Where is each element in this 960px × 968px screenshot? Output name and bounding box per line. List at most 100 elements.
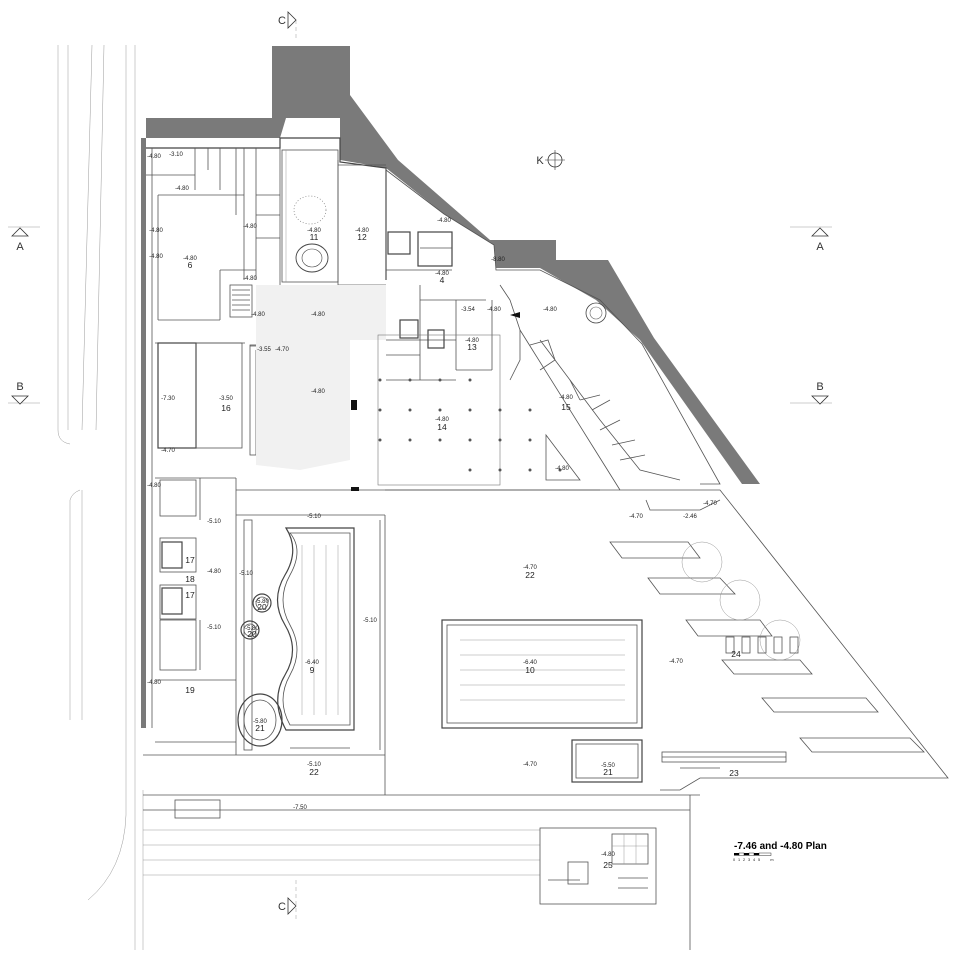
room-number-22a: 22	[309, 767, 319, 777]
room-number-9: 9	[310, 665, 315, 675]
level-label: -4.80	[435, 271, 449, 277]
room-number-14: 14	[437, 422, 447, 432]
room-number-6: 6	[188, 260, 193, 270]
level-label: -4.80	[555, 466, 569, 472]
scale-tick: m	[770, 858, 773, 862]
level-label: -4.80	[559, 395, 573, 401]
lower-zone	[143, 795, 691, 950]
level-label: -2.46	[683, 514, 697, 520]
room-number-20b: 20	[247, 629, 257, 639]
level-label: -4.80	[543, 307, 557, 313]
level-label: -4.70	[629, 514, 643, 520]
building-outline	[146, 137, 721, 756]
level-label: -4.70	[161, 448, 175, 454]
room-number-12: 12	[357, 232, 367, 242]
section-c-bottom-label: C	[278, 901, 286, 913]
room-numbers: 6 11 12 4 13 14 15 16 9 10 17 18 17 19 2…	[185, 232, 741, 870]
section-c-top-label: C	[278, 15, 286, 27]
level-label: -4.80	[355, 228, 369, 234]
level-label: -4.80	[311, 312, 325, 318]
level-label: -4.80	[147, 680, 161, 686]
level-label: -4.70	[703, 501, 717, 507]
scale-tick: 0	[733, 858, 735, 862]
room-number-21b: 21	[603, 767, 613, 777]
courtyard	[281, 149, 607, 324]
level-label: -5.50	[601, 763, 615, 769]
level-label: -4.80	[307, 228, 321, 234]
level-label: -7.50	[293, 805, 307, 811]
section-markers: C C A A B B K	[8, 11, 832, 920]
section-k-label: K	[536, 155, 544, 167]
level-label: -4.70	[523, 565, 537, 571]
level-label: -3.55	[257, 347, 271, 353]
level-label: -4.80	[465, 338, 479, 344]
level-label: -3.50	[219, 396, 233, 402]
section-a-right-label: A	[816, 241, 824, 253]
level-label: -5.10	[207, 625, 221, 631]
level-label: -6.40	[305, 660, 319, 666]
level-label: -4.80	[147, 154, 161, 160]
outdoor-area	[143, 489, 949, 796]
level-label: -4.80	[175, 186, 189, 192]
level-label: -5.10	[363, 618, 377, 624]
section-b-right-arrow-icon	[811, 395, 829, 405]
road-lines	[57, 44, 144, 950]
level-label: -8.80	[491, 257, 505, 263]
lobby-shading	[256, 285, 562, 491]
section-b-left-label: B	[16, 381, 23, 393]
section-a-right-arrow-icon	[811, 227, 829, 237]
room-number-17b: 17	[185, 590, 195, 600]
room-number-15: 15	[561, 402, 571, 412]
room-number-22b: 22	[525, 570, 535, 580]
room-number-10: 10	[525, 665, 535, 675]
level-label: -4.80	[435, 417, 449, 423]
level-label: -4.80	[207, 569, 221, 575]
scale-tick: 3	[748, 858, 750, 862]
scale-tick: 5	[758, 858, 760, 862]
room-number-4: 4	[440, 275, 445, 285]
level-label: -4.80	[149, 228, 163, 234]
scale-bar: 0 1 2 3 4 5 m	[733, 852, 774, 862]
level-label: -4.80	[183, 256, 197, 262]
section-c-top-arrow-icon	[287, 11, 297, 29]
level-label: -4.80	[147, 483, 161, 489]
scale-tick: 1	[738, 858, 740, 862]
room-number-11: 11	[310, 232, 319, 242]
level-label: -4.80	[311, 389, 325, 395]
level-label: -4.80	[243, 276, 257, 282]
room-number-18: 18	[185, 574, 195, 584]
section-a-left-label: A	[16, 241, 24, 253]
level-label: -5.10	[239, 571, 253, 577]
room-number-23: 23	[729, 768, 739, 778]
section-b-right-label: B	[816, 381, 823, 393]
indoor-pool	[237, 527, 355, 749]
level-label: -5.80	[255, 599, 269, 605]
section-b-left-arrow-icon	[11, 395, 29, 405]
entrance-arrow-icon	[510, 312, 520, 318]
level-label: -4.80	[437, 218, 451, 224]
level-label: -4.70	[275, 347, 289, 353]
level-label: -5.80	[253, 719, 267, 725]
level-label: -4.80	[243, 224, 257, 230]
level-label: -5.10	[307, 762, 321, 768]
room-number-21a: 21	[255, 723, 265, 733]
level-label: -7.30	[161, 396, 175, 402]
room-number-19: 19	[185, 685, 195, 695]
level-label: -3.54	[461, 307, 475, 313]
title-block: -7.46 and -4.80 Plan 0 1 2 3 4 5 m	[733, 841, 827, 862]
room-number-16: 16	[221, 403, 231, 413]
level-label: -4.70	[669, 659, 683, 665]
section-a-left-arrow-icon	[11, 227, 29, 237]
room-number-20a: 20	[257, 602, 267, 612]
plan-title: -7.46 and -4.80 Plan	[734, 841, 827, 852]
section-c-bottom-arrow-icon	[287, 897, 297, 915]
level-label: -3.10	[169, 152, 183, 158]
room-number-24: 24	[731, 649, 741, 659]
level-label: -5.80	[245, 626, 259, 632]
scale-tick: 4	[753, 858, 755, 862]
level-label: -6.40	[523, 660, 537, 666]
room-number-13: 13	[467, 342, 477, 352]
retaining-walls	[141, 46, 760, 728]
level-label: -4.80	[601, 852, 615, 858]
level-label: -4.80	[149, 254, 163, 260]
